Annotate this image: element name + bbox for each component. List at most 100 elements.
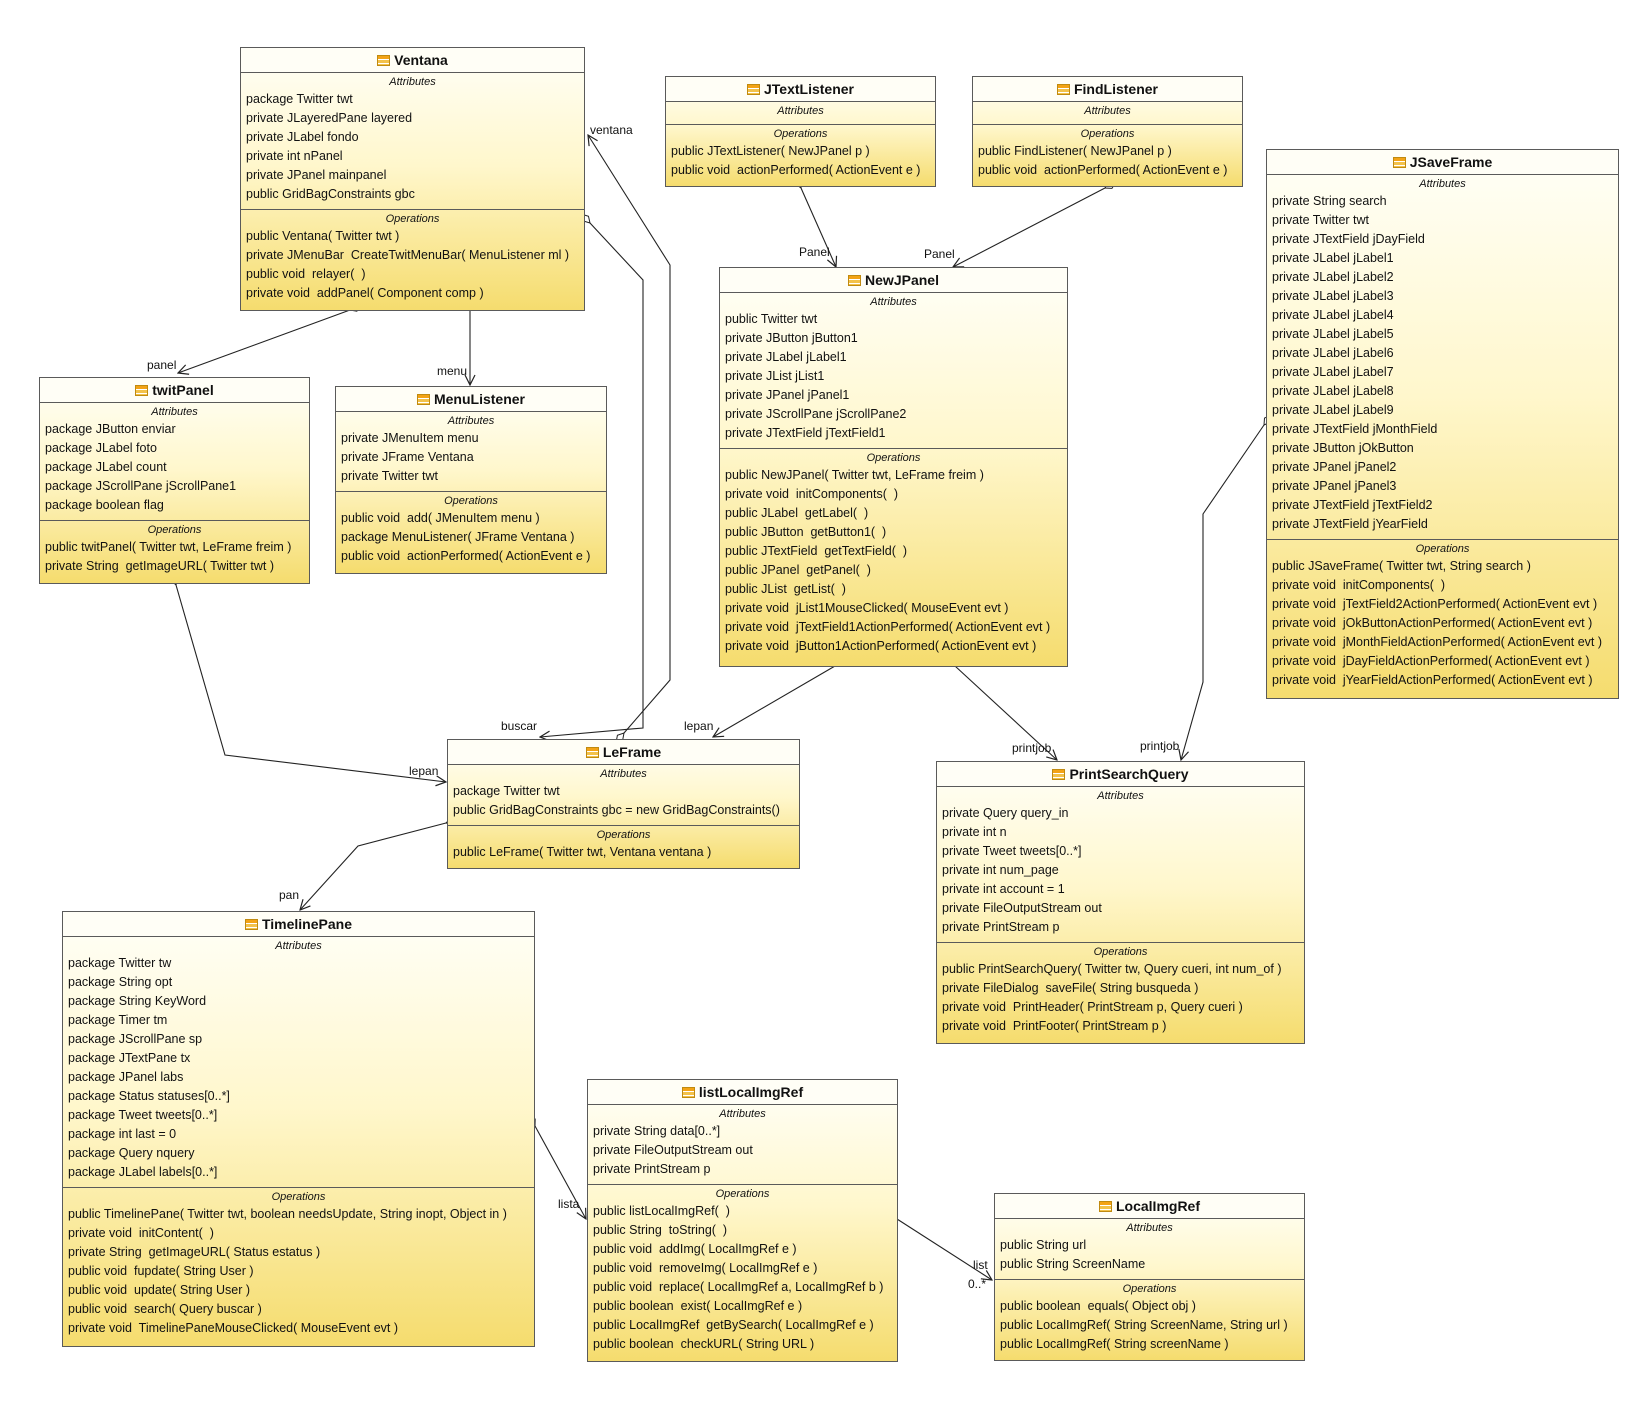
attributes-section: Attributes package Twitter tw package St… <box>63 937 534 1187</box>
assoc-ventana-to-twitpanel <box>178 310 350 373</box>
attribute: private FileOutputStream out <box>942 901 1102 915</box>
operation: public JButton getButton1( ) <box>725 525 887 539</box>
assoc-twitpanel-to-leframe <box>176 585 446 782</box>
operation: public JList getList( ) <box>725 582 846 596</box>
section-title: Operations <box>385 213 440 225</box>
operation: public LocalImgRef getBySearch( LocalImg… <box>593 1318 874 1332</box>
attributes-section: Attributes public Twitter twt private JB… <box>720 293 1067 448</box>
operation: private FileDialog saveFile( String busq… <box>942 981 1199 995</box>
attribute: private JLayeredPane layered <box>246 111 413 125</box>
class-localimgref[interactable]: LocalImgRef Attributes public String url… <box>994 1193 1305 1361</box>
attribute: private Tweet tweets[0..*] <box>942 844 1082 858</box>
attribute: package Twitter tw <box>68 956 172 970</box>
class-timelinepane[interactable]: TimelinePane Attributes package Twitter … <box>62 911 535 1347</box>
operation: private String getImageURL( Status estat… <box>68 1245 321 1259</box>
section-title: Operations <box>596 829 651 841</box>
operations-section: Operations public boolean equals( Object… <box>995 1279 1304 1359</box>
section-title: Attributes <box>389 76 436 88</box>
operation: public twitPanel( Twitter twt, LeFrame f… <box>45 540 292 554</box>
class-name: TimelinePane <box>261 916 352 932</box>
operation: private void jTextField1ActionPerformed(… <box>725 620 1051 634</box>
class-name: JTextListener <box>764 81 854 97</box>
attribute: package String KeyWord <box>68 994 207 1008</box>
attributes-section: Attributes package Twitter twt private J… <box>241 73 584 209</box>
class-newjpanel[interactable]: NewJPanel Attributes public Twitter twt … <box>719 267 1068 667</box>
attribute: private JLabel jLabel5 <box>1272 327 1394 341</box>
class-findlistener[interactable]: FindListener Attributes Operations publi… <box>972 76 1243 187</box>
operations-section: Operations public void add( JMenuItem me… <box>336 491 606 571</box>
class-jtextlistener[interactable]: JTextListener Attributes Operations publ… <box>665 76 936 187</box>
role-lista: lista <box>558 1197 580 1211</box>
section-title: Attributes <box>1084 105 1131 117</box>
operations-section: Operations public PrintSearchQuery( Twit… <box>937 942 1304 1041</box>
operation: public FindListener( NewJPanel p ) <box>978 144 1172 158</box>
assoc-findlistener-to-newjpanel <box>953 188 1105 267</box>
class-icon <box>1098 1200 1112 1212</box>
operation: public JSaveFrame( Twitter twt, String s… <box>1272 559 1531 573</box>
class-ventana[interactable]: Ventana Attributes package Twitter twt p… <box>240 47 585 311</box>
section-title: Operations <box>773 128 828 140</box>
class-twitpanel[interactable]: twitPanel Attributes package JButton env… <box>39 377 310 584</box>
operation: public void search( Query buscar ) <box>68 1302 262 1316</box>
class-icon <box>681 1086 695 1098</box>
class-icon <box>416 393 430 405</box>
attribute: package JPanel labs <box>68 1070 184 1084</box>
operation: private JMenuBar CreateTwitMenuBar( Menu… <box>246 248 570 262</box>
attribute: package JLabel count <box>45 460 167 474</box>
operation: public void removeImg( LocalImgRef e ) <box>593 1261 818 1275</box>
role-panel: panel <box>147 358 177 372</box>
operation: private void initContent( ) <box>68 1226 214 1240</box>
assoc-timelinepane-to-listlocalimgref <box>535 1126 586 1219</box>
attribute: private JScrollPane jScrollPane2 <box>725 407 907 421</box>
role-pan: pan <box>279 888 300 902</box>
operation: private void jButton1ActionPerformed( Ac… <box>725 639 1037 653</box>
class-printsearchquery[interactable]: PrintSearchQuery Attributes private Quer… <box>936 761 1305 1044</box>
attribute: private JLabel jLabel2 <box>1272 270 1394 284</box>
attribute: private Query query_in <box>942 806 1069 820</box>
operation: private void jTextField2ActionPerformed(… <box>1272 597 1598 611</box>
assoc-jtextlistener-to-newjpanel <box>801 188 836 267</box>
attribute: private JButton jOkButton <box>1272 441 1414 455</box>
attribute: package JLabel foto <box>45 441 157 455</box>
operations-section: Operations public LeFrame( Twitter twt, … <box>448 825 799 867</box>
class-leframe[interactable]: LeFrame Attributes package Twitter twt p… <box>447 739 800 869</box>
attribute: private PrintStream p <box>942 920 1060 934</box>
attributes-section: Attributes public String url public Stri… <box>995 1219 1304 1279</box>
class-listlocalimgref[interactable]: listLocalImgRef Attributes private Strin… <box>587 1079 898 1362</box>
attribute: private JLabel jLabel7 <box>1272 365 1394 379</box>
attribute: private JPanel jPanel1 <box>725 388 850 402</box>
section-title: Attributes <box>1126 1222 1173 1234</box>
attribute: public String url <box>1000 1238 1087 1252</box>
class-jsaveframe[interactable]: JSaveFrame Attributes private String sea… <box>1266 149 1619 699</box>
operation: public JTextField getTextField( ) <box>725 544 908 558</box>
section-title: Operations <box>715 1188 770 1200</box>
attribute: package JScrollPane sp <box>68 1032 203 1046</box>
section-title: Operations <box>1122 1283 1177 1295</box>
class-menulistener[interactable]: MenuListener Attributes private JMenuIte… <box>335 386 607 574</box>
attribute: private JFrame Ventana <box>341 450 474 464</box>
multiplicity-list: 0..* <box>968 1277 987 1291</box>
attribute: private String search <box>1272 194 1387 208</box>
attributes-section: Attributes package Twitter twt public Gr… <box>448 765 799 825</box>
operation: private void jYearFieldActionPerformed( … <box>1272 673 1593 687</box>
operation: public TimelinePane( Twitter twt, boolea… <box>68 1207 507 1221</box>
class-header: LeFrame <box>448 740 799 765</box>
attribute: package String opt <box>68 975 173 989</box>
attribute: package Status statuses[0..*] <box>68 1089 230 1103</box>
operations-section: Operations public TimelinePane( Twitter … <box>63 1187 534 1343</box>
attribute: package Twitter twt <box>246 92 353 106</box>
class-icon <box>1056 83 1070 95</box>
class-name: FindListener <box>1073 81 1158 97</box>
operation: public listLocalImgRef( ) <box>593 1204 730 1218</box>
attribute: private JList jList1 <box>725 369 825 383</box>
attribute: private JLabel jLabel3 <box>1272 289 1394 303</box>
operation: public void fupdate( String User ) <box>68 1264 254 1278</box>
attribute: private JPanel jPanel2 <box>1272 460 1397 474</box>
role-lepan-newjpanel: lepan <box>684 719 714 733</box>
attribute: private int num_page <box>942 863 1059 877</box>
attribute: public GridBagConstraints gbc <box>246 187 415 201</box>
role-list: list <box>973 1258 988 1272</box>
attribute: private String data[0..*] <box>593 1124 721 1138</box>
attribute: private PrintStream p <box>593 1162 711 1176</box>
role-menu: menu <box>437 364 468 378</box>
